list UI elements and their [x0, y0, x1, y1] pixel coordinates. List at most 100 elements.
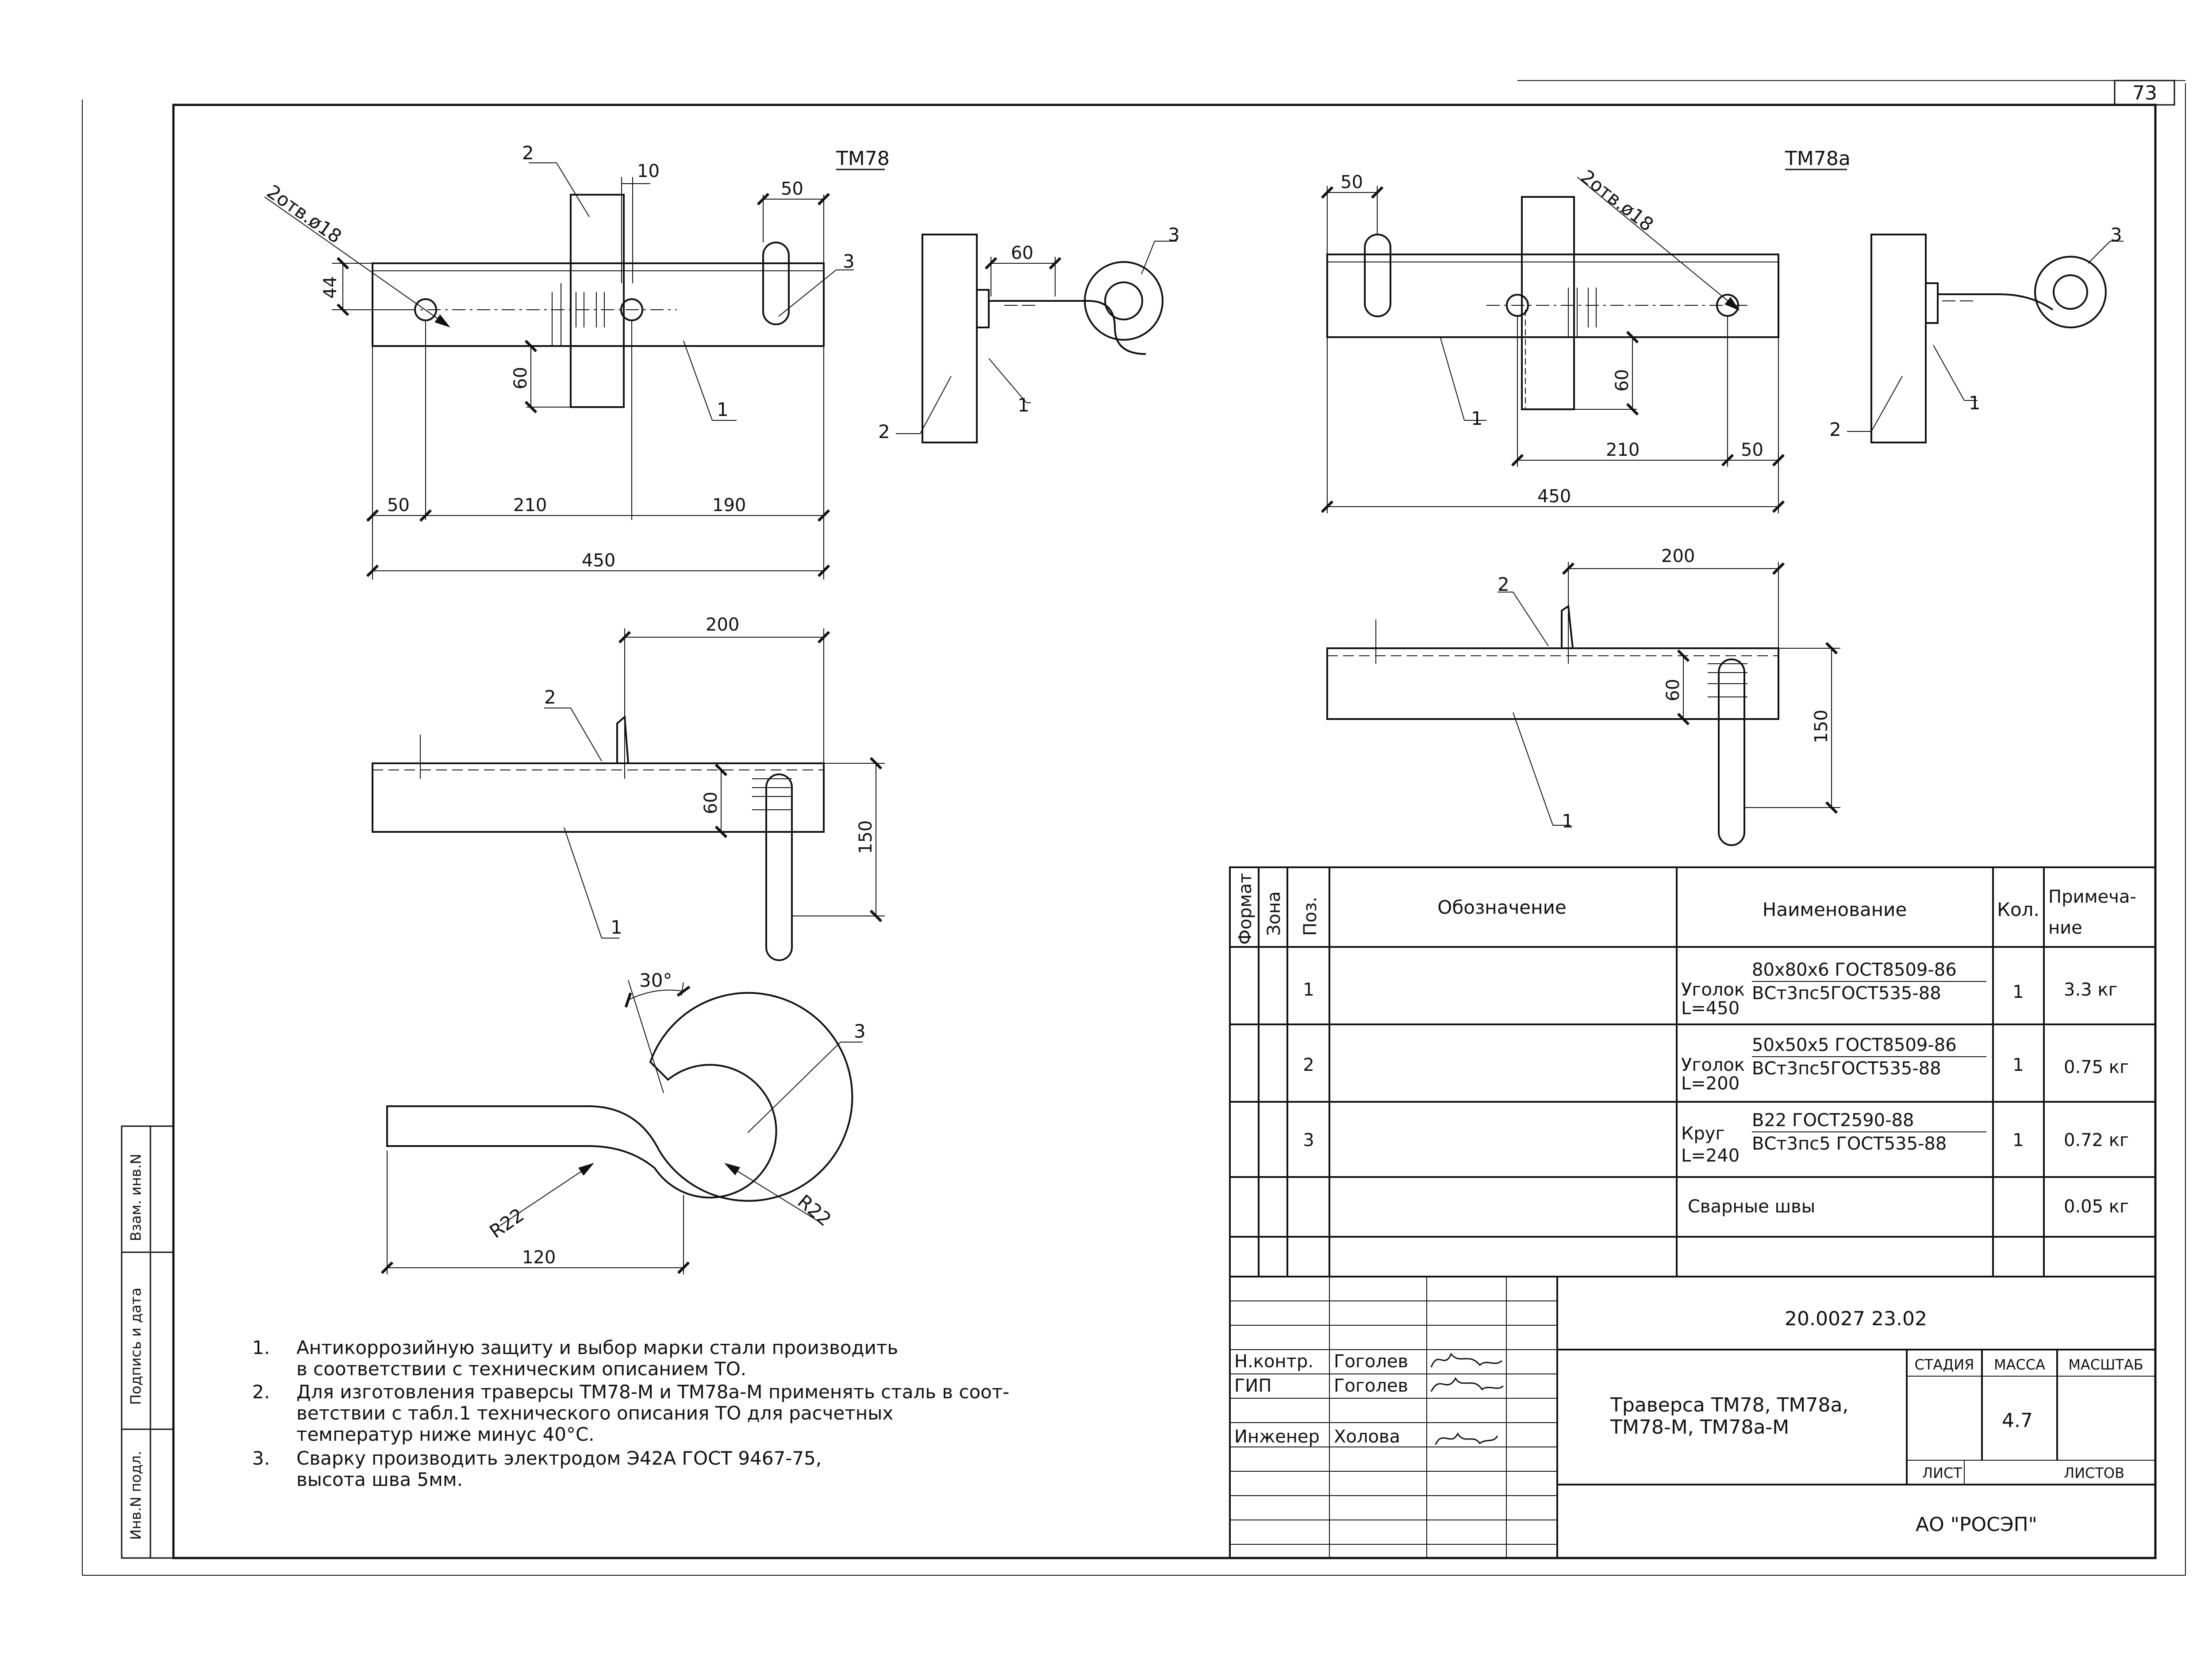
- person-2-name: Гоголев: [1334, 1376, 1408, 1396]
- tm78-pos-1: 1: [717, 399, 729, 420]
- spec-row-1-name-a: Уголок: [1681, 980, 1745, 1000]
- spec-row-2-name-a: Уголок: [1681, 1055, 1745, 1075]
- tm78-dim-44: 44: [320, 276, 341, 299]
- note-2-num: 2.: [252, 1381, 270, 1403]
- note-2-line-3: температур ниже минус 40°С.: [296, 1423, 595, 1445]
- tm78-dim-60: 60: [511, 367, 531, 389]
- spec-row-1-note: 3.3 кг: [2064, 980, 2118, 1000]
- side-view-tm78: 200 60 150 2 1: [372, 615, 885, 961]
- note-1-line-1: Антикоррозийную защиту и выбор марки ста…: [296, 1337, 898, 1358]
- tm78a-end-pos-1: 1: [1969, 392, 1981, 414]
- spec-hdr-note-2: ние: [2048, 918, 2082, 938]
- side2-pos-2: 2: [1498, 573, 1509, 595]
- spec-row-2-name-b: L=200: [1681, 1073, 1740, 1094]
- spec-row-3-frac-top: В22 ГОСТ2590-88: [1752, 1110, 1914, 1131]
- spec-hdr-pos: Поз.: [1300, 896, 1321, 936]
- title-mass-label: МАССА: [1994, 1356, 2045, 1373]
- spec-row-3-name-b: L=240: [1681, 1146, 1740, 1166]
- side1-dim-150: 150: [856, 820, 876, 854]
- tm78-end-view: 60 1 2 3: [878, 224, 1180, 443]
- tm78a-title: ТМ78а: [1785, 147, 1851, 170]
- person-2-role: ГИП: [1234, 1376, 1271, 1396]
- title-org: АО "РОСЭП": [1916, 1513, 2037, 1536]
- spec-hdr-zone: Зона: [1264, 891, 1284, 936]
- spec-table: Формат Зона Поз. Обозначение Наименовани…: [1229, 866, 2156, 1277]
- spec-row-2-pos: 2: [1303, 1055, 1314, 1075]
- tm78a-pos-1: 1: [1471, 408, 1483, 429]
- spec-row-3-frac-bot: ВСт3пс5 ГОСТ535-88: [1752, 1134, 1947, 1154]
- spec-hdr-format: Формат: [1235, 873, 1256, 945]
- person-1-name: Гоголев: [1334, 1351, 1408, 1372]
- side1-pos-1: 1: [611, 916, 622, 938]
- title-code: 20.0027 23.02: [1785, 1308, 1927, 1330]
- tm78-dim-210: 210: [513, 495, 547, 516]
- hook-len: 120: [522, 1247, 556, 1268]
- spec-row-2-qty: 1: [2012, 1055, 2024, 1075]
- spec-row-3-note: 0.72 кг: [2064, 1130, 2129, 1150]
- note-1-line-2: в соответствии с техническим описанием Т…: [296, 1358, 746, 1380]
- title-sheets-label: ЛИСТОВ: [2064, 1465, 2124, 1481]
- notes: 1. Антикоррозийную защиту и выбор марки …: [252, 1337, 1010, 1490]
- stamp-signature-date: Подпись и дата: [127, 1288, 144, 1405]
- spec-row-2-note: 0.75 кг: [2064, 1057, 2129, 1077]
- tm78-dim-50: 50: [387, 495, 410, 516]
- note-2-line-2: ветствии с табл.1 технического описания …: [296, 1402, 893, 1424]
- note-3-line-1: Сварку производить электродом Э42А ГОСТ …: [296, 1447, 822, 1469]
- spec-row-1-frac-top: 80х80х6 ГОСТ8509-86: [1752, 960, 1957, 980]
- title-scale-label: МАСШТАБ: [2068, 1356, 2143, 1373]
- note-3-num: 3.: [252, 1447, 270, 1469]
- stamp-inv-orig: Инв.N подл.: [127, 1451, 144, 1540]
- view-tm78a: ТМ78а 2отв.ø18 50 60 210 50 450 1: [1321, 147, 1851, 513]
- spec-welds-note: 0.05 кг: [2064, 1196, 2129, 1217]
- tm78a-end-view: 1 2 3: [1829, 224, 2124, 443]
- title-line-1: Траверса ТМ78, ТМ78а,: [1610, 1394, 1848, 1416]
- tm78a-dim-50: 50: [1741, 440, 1763, 460]
- title-sheet-label: ЛИСТ: [1922, 1465, 1962, 1481]
- spec-hdr-note-1: Примеча-: [2048, 887, 2136, 907]
- tm78-end-pos-3: 3: [1168, 224, 1180, 246]
- tm78-title: ТМ78: [836, 147, 890, 170]
- tm78-end-dim-60: 60: [1011, 243, 1033, 263]
- person-3-name: Холова: [1334, 1427, 1400, 1447]
- side1-pos-2: 2: [544, 686, 556, 708]
- spec-row-1-name-b: L=450: [1681, 998, 1740, 1019]
- title-mass-value: 4.7: [2002, 1409, 2033, 1432]
- person-1-role: Н.контр.: [1234, 1351, 1313, 1372]
- tm78-end-pos-1: 1: [1018, 394, 1029, 416]
- hook-angle: 30°: [639, 970, 672, 991]
- spec-hdr-designation: Обозначение: [1437, 896, 1566, 918]
- spec-row-2-frac-top: 50х50х5 ГОСТ8509-86: [1752, 1035, 1957, 1055]
- tm78-pos-2: 2: [522, 142, 534, 164]
- signatures: [1430, 1353, 1504, 1445]
- tm78-dim-450: 450: [582, 550, 615, 571]
- tm78a-end-pos-2: 2: [1829, 419, 1841, 440]
- spec-row-3-qty: 1: [2012, 1130, 2024, 1150]
- side2-dim-150: 150: [1811, 710, 1832, 743]
- tm78-dim-190: 190: [712, 495, 746, 516]
- tm78a-holes-label: 2отв.ø18: [1577, 165, 1658, 235]
- hook-pos-3: 3: [854, 1020, 866, 1042]
- tm78-dim-50-top: 50: [781, 179, 803, 199]
- tm78a-dim-450: 450: [1537, 486, 1571, 507]
- spec-row-3-name-a: Круг: [1681, 1123, 1724, 1144]
- tm78-pos-3: 3: [843, 250, 855, 272]
- spec-hdr-name: Наименование: [1763, 899, 1907, 920]
- hook-r-left: R22: [486, 1204, 528, 1243]
- side2-dim-200: 200: [1661, 546, 1695, 566]
- sheet-frame: [82, 80, 2186, 1576]
- title-stage-label: СТАДИЯ: [1915, 1356, 1974, 1373]
- side2-dim-60: 60: [1663, 679, 1683, 701]
- note-2-line-1: Для изготовления траверсы ТМ78-М и ТМ78а…: [296, 1381, 1010, 1403]
- title-line-2: ТМ78-М, ТМ78а-М: [1610, 1416, 1789, 1439]
- side1-dim-60: 60: [701, 792, 721, 814]
- note-3-line-2: высота шва 5мм.: [296, 1469, 463, 1490]
- spec-welds-name: Сварные швы: [1688, 1196, 1815, 1217]
- tm78-end-pos-2: 2: [878, 421, 890, 442]
- spec-row-1-frac-bot: ВСт3пс5ГОСТ535-88: [1752, 983, 1941, 1004]
- spec-row-2-frac-bot: ВСт3пс5ГОСТ535-88: [1752, 1058, 1941, 1079]
- side-stamp: [121, 1125, 174, 1559]
- side2-pos-1: 1: [1562, 810, 1574, 832]
- title-block: 20.0027 23.02 Траверса ТМ78, ТМ78а, ТМ78…: [1229, 1276, 2156, 1559]
- tm78a-dim-210: 210: [1606, 440, 1640, 460]
